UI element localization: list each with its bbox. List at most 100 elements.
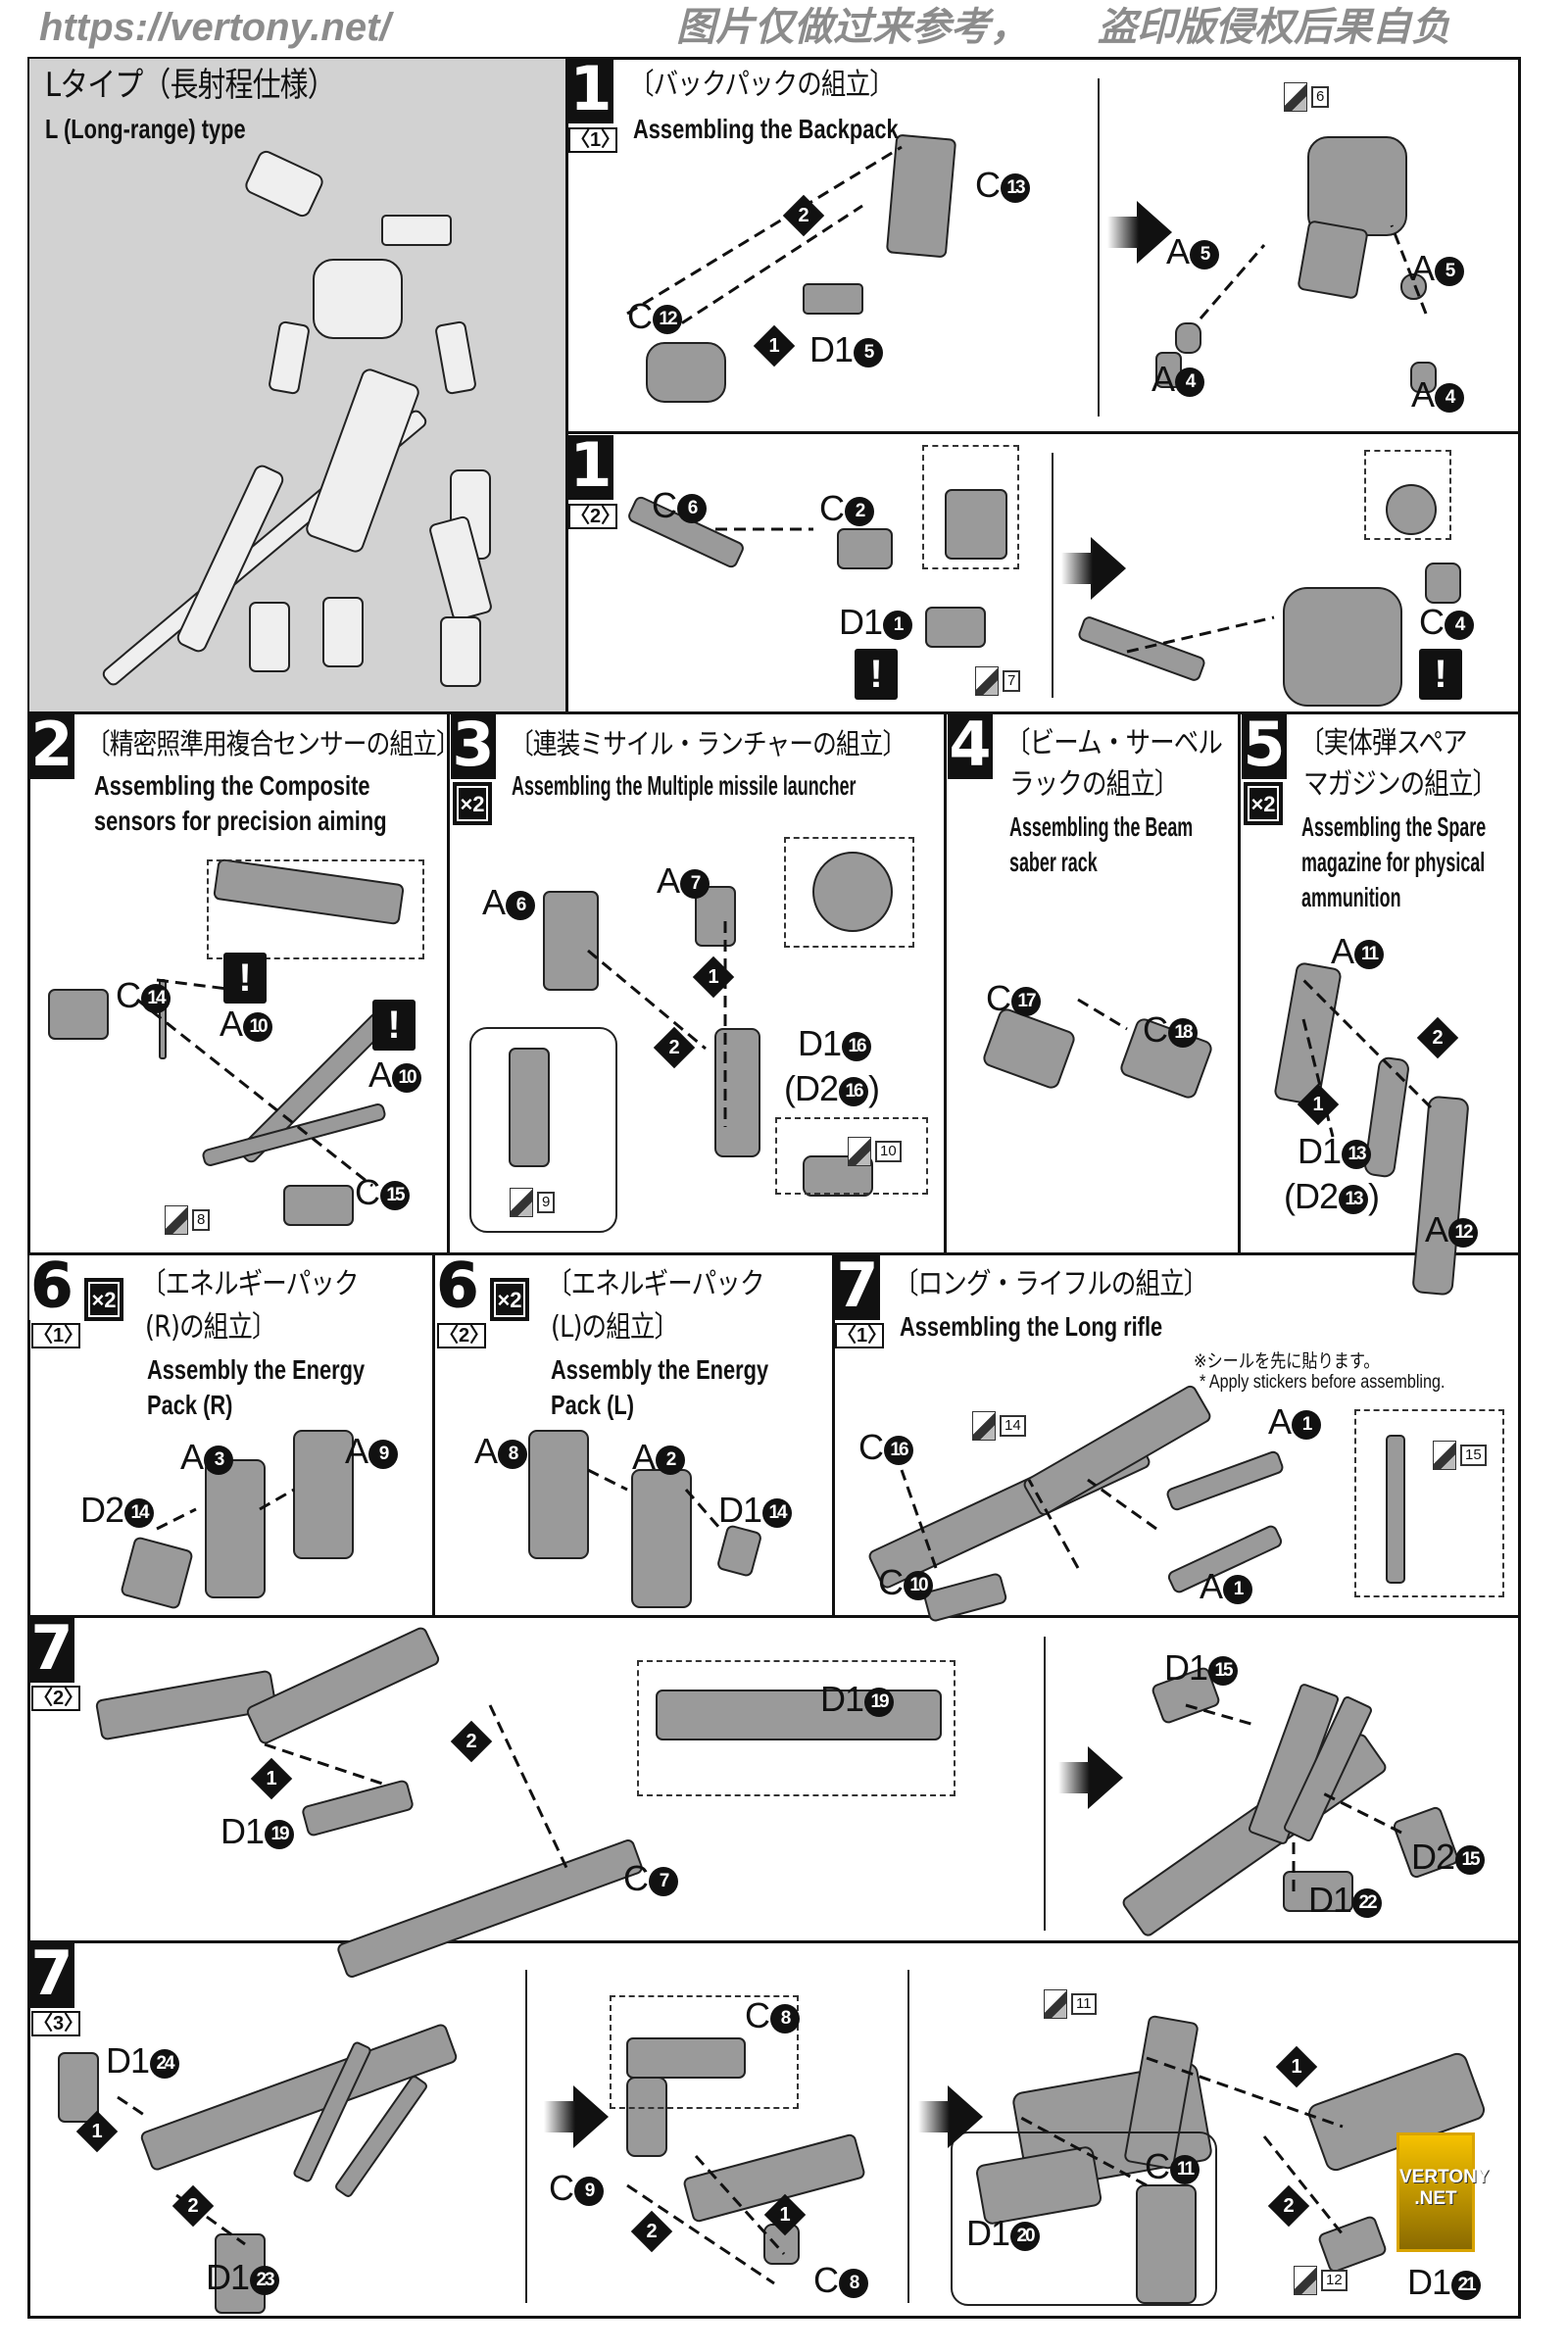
assembly-direction-line [684, 1489, 722, 1530]
part-number-badge: 20 [1010, 2222, 1041, 2251]
step-title-jp: 〔ロング・ライフルの組立〕 [894, 1267, 1208, 1301]
model-part [543, 891, 599, 991]
order-number: 1 [1291, 2056, 1302, 2078]
sticker-icon [1294, 2266, 1317, 2295]
model-part [1152, 1667, 1220, 1724]
assembly-direction-line [1077, 998, 1128, 1031]
part-number-badge: 17 [1011, 987, 1041, 1016]
divider [565, 431, 1521, 434]
model-part [925, 607, 986, 648]
watermark-url: https://vertony.net/ [39, 6, 391, 49]
sticker-icon [165, 1205, 188, 1235]
model-part [293, 2041, 371, 2182]
part-number-badge: 12 [653, 305, 682, 334]
part-letter: A [1331, 931, 1354, 971]
part-letter: D1 [820, 1679, 864, 1719]
order-number: 2 [466, 1731, 477, 1752]
order-number: 2 [668, 1037, 680, 1058]
sub-step: 〈3〉 [31, 2011, 84, 2036]
model-part [1023, 1385, 1211, 1516]
step-title-en: Assembling the Spare [1301, 811, 1487, 842]
step-title-jp: 〔ビーム・サーベル [1005, 726, 1223, 760]
part-letter: C [745, 1995, 770, 2035]
model-part [509, 1048, 550, 1167]
part-number-badge: 8 [770, 2004, 800, 2034]
part-number-badge: 3 [204, 1446, 234, 1475]
model-part [1124, 2015, 1199, 2170]
sticker-ref: 11 [1044, 1989, 1097, 2019]
sub-step: 〈1〉 [568, 127, 621, 153]
part-letter: C [975, 165, 1001, 205]
part-number-badge: 16 [839, 1077, 869, 1106]
step-title-jp: マガジンの組立〕 [1303, 767, 1497, 802]
part-number-badge: 14 [762, 1498, 793, 1528]
part-number-badge: 16 [884, 1436, 913, 1465]
multiplier-badge: ×2 [1244, 782, 1283, 825]
model-part [337, 1839, 643, 1978]
part-letter: A [1200, 1566, 1223, 1606]
divider [565, 57, 568, 713]
model-part [306, 368, 419, 553]
divider [1238, 711, 1241, 1252]
part-letter: A [657, 860, 680, 901]
step-number: 3 [451, 709, 496, 780]
order-number: 2 [646, 2221, 658, 2242]
detail-inset [922, 445, 1019, 569]
model-part [1386, 1435, 1405, 1584]
sub-step: 〈1〉 [835, 1323, 888, 1348]
step-title-jp: 〔実体弾スペア [1299, 726, 1468, 760]
part-letter: C [1143, 1009, 1168, 1050]
order-marker: 2 [1267, 2184, 1310, 2228]
model-part [205, 1459, 266, 1598]
assembly-direction-line [1146, 2056, 1344, 2129]
model-part [714, 1028, 760, 1157]
assembly-direction-line [1262, 2135, 1345, 2235]
step-title-jp: 〔エネルギーパック [547, 1267, 764, 1301]
part-number-badge: 2 [845, 497, 874, 526]
part-letter: D1 [966, 2213, 1010, 2253]
part-number-badge: 19 [864, 1688, 895, 1717]
warning-mark: ! [238, 956, 252, 1000]
part-letter: A [482, 882, 506, 922]
step-number: 7 [29, 1612, 74, 1684]
detail-inset [1354, 1409, 1504, 1597]
model-part [528, 1430, 589, 1559]
detail-inset [775, 1117, 928, 1195]
part-letter: A [1425, 1209, 1448, 1250]
step-title-en: sensors for precision aiming [94, 806, 387, 836]
sticker-number: 10 [875, 1141, 902, 1162]
multiplier-badge: ×2 [84, 1278, 123, 1321]
model-part [923, 1573, 1007, 1622]
assembly-direction-line [1185, 1703, 1255, 1727]
model-part [1166, 1450, 1284, 1511]
sub-step: 〈2〉 [31, 1686, 84, 1711]
step-title-en: Pack (L) [551, 1390, 634, 1420]
part-number-badge: 7 [649, 1867, 678, 1896]
part-number-badge: 1 [883, 611, 913, 640]
model-part [1284, 1696, 1372, 1841]
part-number-badge: 23 [250, 2266, 280, 2295]
part-number-badge: 7 [680, 869, 710, 899]
order-marker: 2 [630, 2210, 673, 2253]
next-arrow-icon [1107, 201, 1172, 264]
warning-icon: ! [1419, 649, 1462, 700]
watermark-text: 图片仅做过来参考， [676, 6, 1029, 49]
order-marker: 1 [250, 1757, 293, 1800]
order-number: 2 [1283, 2195, 1295, 2217]
model-part [269, 320, 310, 395]
part-number-badge: 1 [1292, 1410, 1322, 1440]
part-letter: A [632, 1437, 656, 1477]
